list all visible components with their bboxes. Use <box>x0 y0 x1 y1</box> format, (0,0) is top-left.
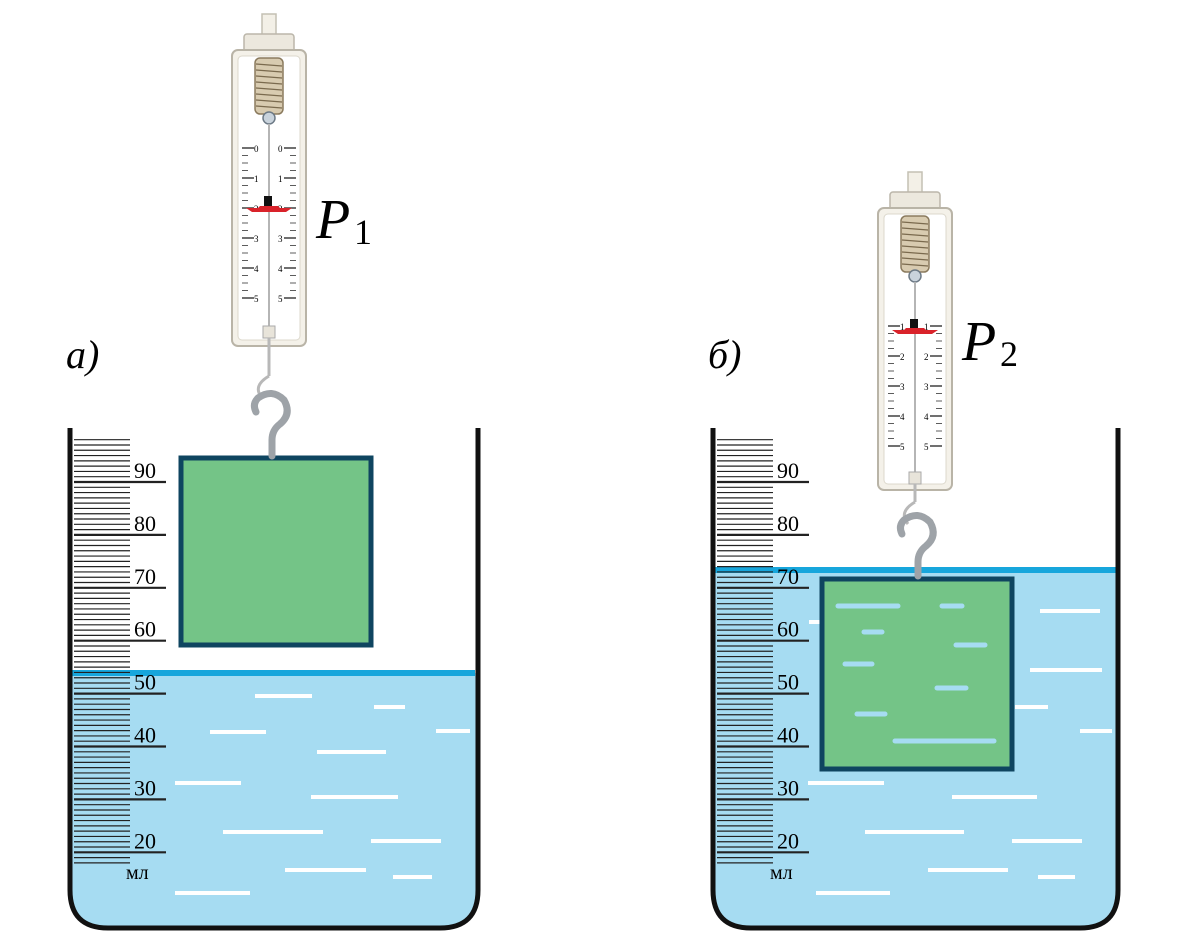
weight-label-p1: P 1 <box>315 189 372 252</box>
dynamometer-label-right: 3 <box>278 234 283 244</box>
dynamometer-label-left: 4 <box>254 264 259 274</box>
beaker-a <box>67 428 481 931</box>
beaker-b <box>710 428 1121 931</box>
dynamometer-label-right: 5 <box>278 294 283 304</box>
svg-text:P: P <box>315 189 350 251</box>
water-waves-a <box>175 694 470 895</box>
weight-label-p2: P 2 <box>961 311 1018 374</box>
block-hook-b <box>896 512 937 580</box>
dynamometer-label-right: 1 <box>924 322 929 332</box>
dynamometer-label-left: 1 <box>254 174 259 184</box>
scale-tick-label: 50 <box>134 670 156 695</box>
svg-text:1: 1 <box>354 212 372 252</box>
dynamometer-a: 001122334455 <box>231 13 307 399</box>
dynamometer-b: 1 1 2 2 3 3 4 4 5 5 <box>877 171 953 525</box>
scale-tick-label: 60 <box>134 617 156 642</box>
unit-label-b: мл <box>770 862 793 884</box>
scale-tick-label: 20 <box>777 828 799 853</box>
panel-label-a: а) <box>66 332 99 377</box>
unit-label-a: мл <box>126 862 149 884</box>
dynamometer-label-left: 1 <box>900 322 905 332</box>
dynamometer-label-right: 2 <box>924 352 929 362</box>
scale-tick-label: 70 <box>777 564 799 589</box>
block-b-waves <box>835 603 997 744</box>
svg-text:2: 2 <box>1000 334 1018 374</box>
scale-tick-label: 40 <box>134 723 156 748</box>
dynamometer-label-right: 5 <box>924 442 929 452</box>
water-waves-b <box>808 609 1112 895</box>
dynamometer-label-left: 0 <box>254 144 259 154</box>
scale-tick-label: 40 <box>777 723 799 748</box>
dynamometer-label-left: 5 <box>900 442 905 452</box>
dynamometer-label-left: 4 <box>900 412 905 422</box>
dynamometer-label-right: 0 <box>278 144 283 154</box>
block-hook-a <box>250 390 291 460</box>
volume-scale-a: 90 80 70 60 50 40 30 20 <box>74 439 166 864</box>
panel-label-b: б) <box>708 332 741 377</box>
scale-tick-label: 50 <box>777 670 799 695</box>
scale-tick-label: 60 <box>777 617 799 642</box>
dynamometer-label-right: 1 <box>278 174 283 184</box>
dynamometer-label-right: 3 <box>924 382 929 392</box>
panel-b: 90 80 70 60 50 40 30 20 мл <box>708 171 1121 931</box>
scale-tick-label: 90 <box>777 458 799 483</box>
svg-text:P: P <box>961 311 996 373</box>
volume-scale-b: 90 80 70 60 50 40 30 20 <box>717 439 809 864</box>
dynamometer-label-right: 4 <box>278 264 283 274</box>
scale-tick-label: 80 <box>134 511 156 536</box>
scale-tick-label: 30 <box>777 775 799 800</box>
scale-tick-label: 80 <box>777 511 799 536</box>
dynamometer-label-left: 3 <box>900 382 905 392</box>
dynamometer-label-left: 3 <box>254 234 259 244</box>
dynamometer-label-left: 5 <box>254 294 259 304</box>
scale-tick-label: 90 <box>134 458 156 483</box>
water-a <box>70 673 478 928</box>
scale-tick-label: 20 <box>134 828 156 853</box>
scale-tick-label: 70 <box>134 564 156 589</box>
dynamometer-label-left: 2 <box>900 352 905 362</box>
scale-tick-label: 30 <box>134 775 156 800</box>
dynamometer-label-right: 4 <box>924 412 929 422</box>
block-a <box>178 455 374 648</box>
